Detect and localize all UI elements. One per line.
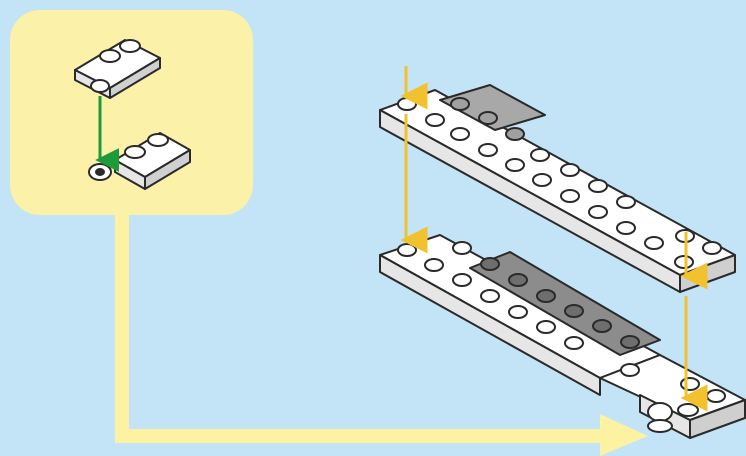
instruction-step [0,0,746,456]
